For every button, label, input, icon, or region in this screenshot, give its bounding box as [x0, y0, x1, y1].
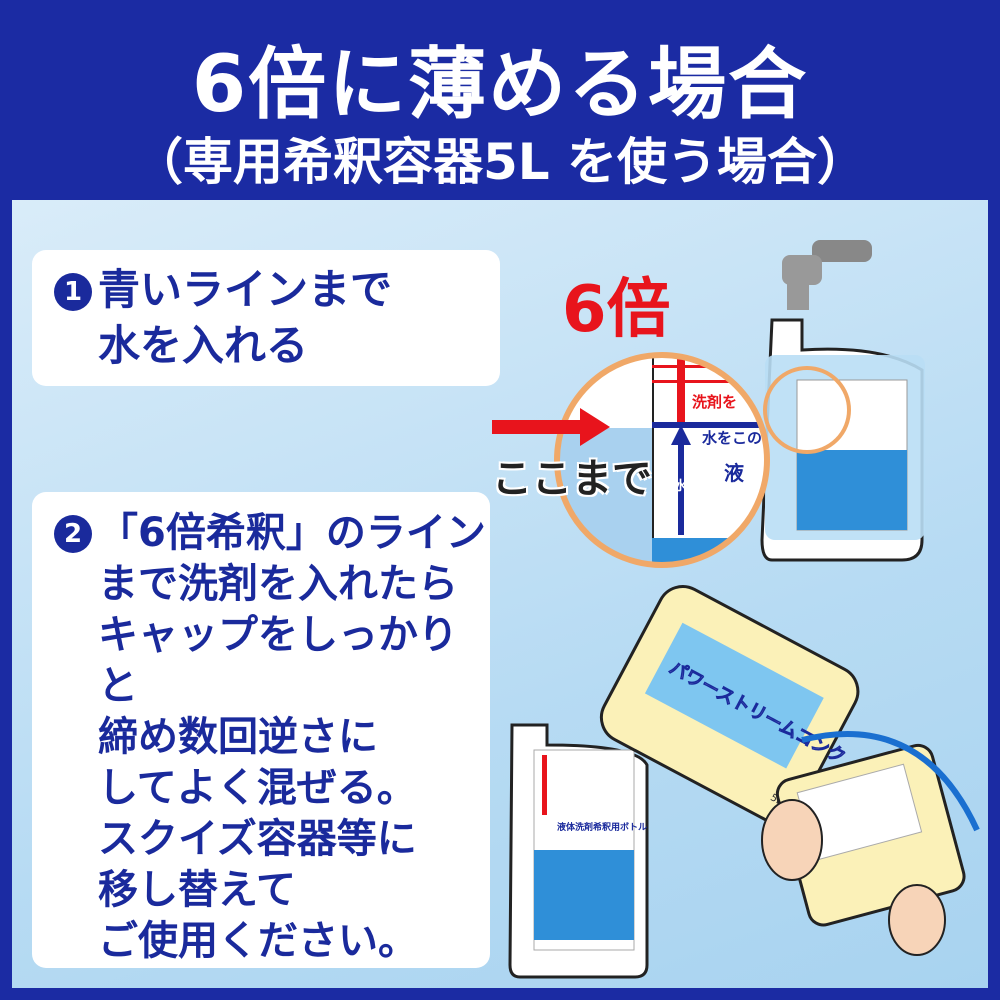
- shaking-bottle: [775, 743, 966, 927]
- step-text: 締め数回逆さに: [98, 714, 378, 760]
- page-title: 6倍に薄める場合: [191, 40, 809, 130]
- label-water: 水: [674, 478, 688, 494]
- step-number: 1: [54, 273, 92, 311]
- step-number: 2: [54, 515, 92, 553]
- label-detergent: 洗剤を: [692, 393, 737, 411]
- step-text: まで洗剤を入れたら: [98, 561, 458, 607]
- step-text: してよく混ぜる。: [98, 765, 417, 811]
- step-text: キャップをしっかりと: [98, 612, 458, 709]
- page-subtitle: （専用希釈容器5L を使う場合）: [132, 133, 868, 191]
- bottle-icon: 液体洗剤希釈用ボトル: [508, 723, 649, 979]
- illustration: 洗剤を 水をこの 液 水 液体洗剤希釈用ボトル パワーストリームコンク 5L: [492, 240, 980, 979]
- pointer-label: ここまで: [492, 456, 652, 502]
- step-text: ご使用ください。: [98, 918, 418, 964]
- label-water-line: 水をこの: [702, 429, 762, 447]
- product-bottle: パワーストリームコンク 5L: [599, 585, 860, 824]
- label-liquid: 液: [724, 461, 745, 485]
- shake-arrow-icon: [801, 731, 980, 832]
- dilution-ratio: 6倍: [562, 273, 671, 347]
- step-text: スクイズ容器等に: [98, 816, 417, 862]
- step-2-box: 2「6倍希釈」のライン まで洗剤を入れたら キャップをしっかりと 締め数回逆さに…: [32, 492, 490, 968]
- red-arrow-icon: [492, 408, 610, 446]
- step-text: 青いラインまで: [98, 265, 393, 314]
- hands-icon: [761, 799, 946, 956]
- bottle-icon: [760, 318, 925, 562]
- step-text: 水を入れる: [98, 321, 309, 370]
- faucet-icon: [782, 240, 872, 310]
- step-text: 移し替えて: [98, 867, 296, 913]
- step-text: 「6倍希釈」のライン: [98, 510, 486, 556]
- header: 6倍に薄める場合 （専用希釈容器5L を使う場合）: [0, 0, 1000, 200]
- bottle-label: 液体洗剤希釈用ボトル: [557, 821, 647, 833]
